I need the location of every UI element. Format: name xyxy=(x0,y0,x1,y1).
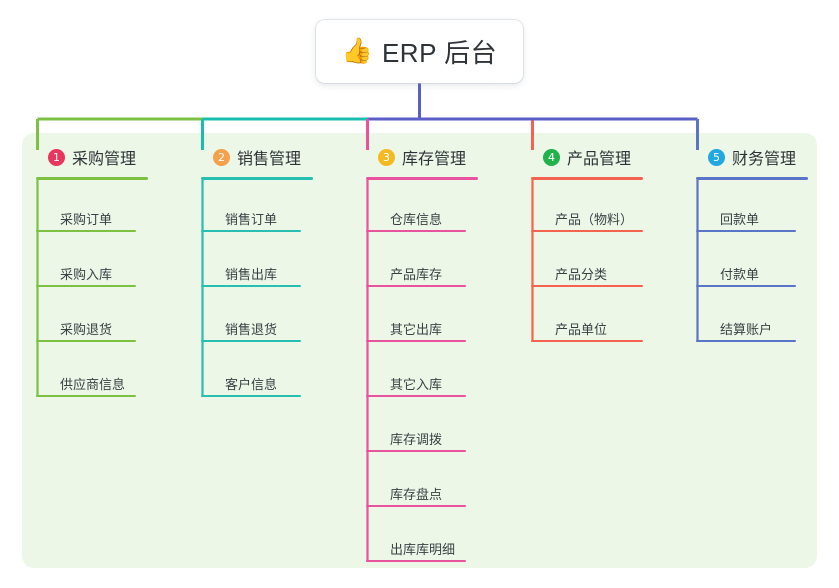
branch-underline-2 xyxy=(201,177,313,180)
leaf-node[interactable]: 销售出库 xyxy=(201,257,331,287)
branch-title-5: 财务管理 xyxy=(732,151,797,168)
thumbs-up-icon: 👍 xyxy=(341,37,373,65)
leaf-label: 客户信息 xyxy=(225,377,278,392)
leaf-underline xyxy=(696,285,796,287)
leaf-node[interactable]: 产品单位 xyxy=(531,312,673,342)
branch-header-4[interactable]: 4 产品管理 xyxy=(531,144,643,180)
branch-title-1: 采购管理 xyxy=(72,151,137,168)
branch-underline-3 xyxy=(366,177,478,180)
leaf-node[interactable]: 其它入库 xyxy=(366,367,496,397)
leaf-node[interactable]: 库存调拨 xyxy=(366,422,496,452)
leaf-node[interactable]: 采购入库 xyxy=(36,257,166,287)
branch-header-1[interactable]: 1 采购管理 xyxy=(36,144,148,180)
leaf-label: 销售退货 xyxy=(225,322,278,337)
leaf-node[interactable]: 产品分类 xyxy=(531,257,673,287)
leaf-underline xyxy=(531,285,643,287)
leaf-label: 采购入库 xyxy=(60,267,113,282)
branch-column-5: 5 财务管理 xyxy=(696,144,808,180)
branch-column-1: 1 采购管理 xyxy=(36,144,148,180)
branch-badge-2: 2 xyxy=(213,148,230,166)
leaf-node[interactable]: 销售订单 xyxy=(201,202,331,232)
leaf-underline xyxy=(201,340,301,342)
leaf-label: 产品（物料） xyxy=(555,212,634,227)
leaf-node[interactable]: 库存盘点 xyxy=(366,477,496,507)
leaf-underline xyxy=(366,285,466,287)
leaf-label: 付款单 xyxy=(720,267,760,282)
leaf-label: 销售订单 xyxy=(225,212,278,227)
leaf-node[interactable]: 结算账户 xyxy=(696,312,826,342)
leaf-underline xyxy=(201,395,301,397)
branch-underline-1 xyxy=(36,177,148,180)
branch-title-2: 销售管理 xyxy=(237,151,302,168)
root-title: ERP 后台 xyxy=(381,38,498,68)
leaf-underline xyxy=(531,230,643,232)
branch-column-4: 4 产品管理 xyxy=(531,144,643,180)
leaf-label: 库存调拨 xyxy=(390,432,443,447)
leaf-underline xyxy=(366,505,466,507)
leaf-label: 出库库明细 xyxy=(390,542,456,557)
leaf-node[interactable]: 销售退货 xyxy=(201,312,331,342)
leaf-node[interactable]: 供应商信息 xyxy=(36,367,166,397)
leaf-underline xyxy=(366,340,466,342)
root-node[interactable]: 👍 ERP 后台 xyxy=(316,20,523,83)
leaf-node[interactable]: 仓库信息 xyxy=(366,202,496,232)
leaf-underline xyxy=(201,285,301,287)
leaf-label: 结算账户 xyxy=(720,322,773,337)
leaf-underline xyxy=(36,340,136,342)
leaf-node[interactable]: 采购订单 xyxy=(36,202,166,232)
branch-underline-4 xyxy=(531,177,643,180)
leaf-underline xyxy=(366,395,466,397)
leaf-node[interactable]: 回款单 xyxy=(696,202,826,232)
leaf-underline xyxy=(366,450,466,452)
leaf-underline xyxy=(366,230,466,232)
branch-badge-1: 1 xyxy=(48,148,65,166)
leaf-label: 采购退货 xyxy=(60,322,113,337)
leaf-underline xyxy=(696,340,796,342)
branch-column-2: 2 销售管理 xyxy=(201,144,313,180)
leaf-node[interactable]: 出库库明细 xyxy=(366,532,496,562)
leaf-label: 销售出库 xyxy=(225,267,278,282)
branch-column-3: 3 库存管理 xyxy=(366,144,478,180)
leaf-label: 产品单位 xyxy=(555,322,608,337)
leaf-underline xyxy=(36,285,136,287)
leaf-node[interactable]: 客户信息 xyxy=(201,367,331,397)
leaf-label: 采购订单 xyxy=(60,212,113,227)
leaf-label: 产品分类 xyxy=(555,267,608,282)
branch-badge-3: 3 xyxy=(378,148,395,166)
leaf-underline xyxy=(36,230,136,232)
branch-title-3: 库存管理 xyxy=(402,151,467,168)
leaf-underline xyxy=(36,395,136,397)
leaf-label: 其它入库 xyxy=(390,377,443,392)
leaf-node[interactable]: 其它出库 xyxy=(366,312,496,342)
leaf-node[interactable]: 付款单 xyxy=(696,257,826,287)
leaf-underline xyxy=(531,340,643,342)
leaf-label: 供应商信息 xyxy=(60,377,126,392)
leaf-underline xyxy=(696,230,796,232)
leaf-label: 库存盘点 xyxy=(390,487,443,502)
branch-title-4: 产品管理 xyxy=(567,151,632,168)
branch-header-5[interactable]: 5 财务管理 xyxy=(696,144,808,180)
branch-underline-5 xyxy=(696,177,808,180)
branch-badge-4: 4 xyxy=(543,148,560,166)
leaf-underline xyxy=(201,230,301,232)
branch-badge-5: 5 xyxy=(708,148,725,166)
leaf-node[interactable]: 产品库存 xyxy=(366,257,496,287)
leaf-label: 产品库存 xyxy=(390,267,443,282)
leaf-label: 其它出库 xyxy=(390,322,443,337)
leaf-underline xyxy=(366,560,466,562)
leaf-node[interactable]: 采购退货 xyxy=(36,312,166,342)
branch-header-3[interactable]: 3 库存管理 xyxy=(366,144,478,180)
leaf-node[interactable]: 产品（物料） xyxy=(531,202,673,232)
leaf-label: 回款单 xyxy=(720,212,760,227)
branch-header-2[interactable]: 2 销售管理 xyxy=(201,144,313,180)
diagram-panel xyxy=(22,133,817,568)
leaf-label: 仓库信息 xyxy=(390,212,443,227)
